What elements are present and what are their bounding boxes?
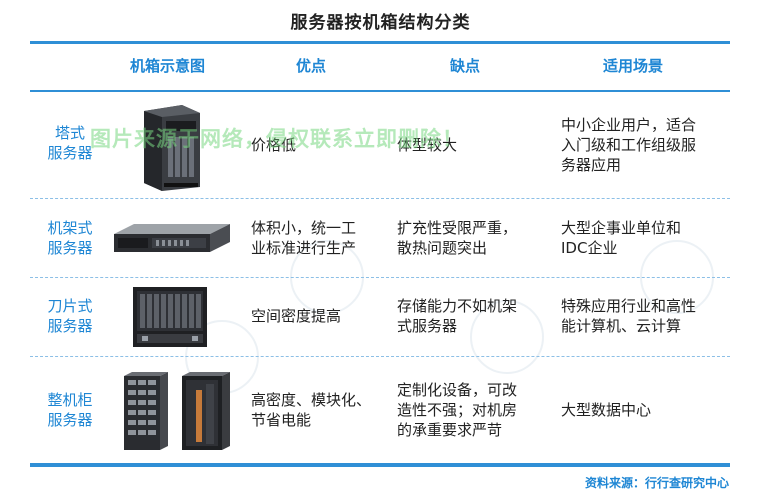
header-scenario: 适用场景	[603, 57, 664, 75]
header-cons: 缺点	[450, 57, 481, 75]
source-note: 资料来源：行行查研究中心	[584, 476, 729, 490]
row-name-blade: 刀片式 服务器	[30, 296, 110, 336]
cons-line: 存储能力不如机架	[397, 297, 518, 315]
pros-line: 节省电能	[251, 411, 312, 429]
row-divider	[30, 277, 730, 278]
row-name-tower: 塔式 服务器	[30, 123, 110, 163]
row-name-line: 整机柜	[47, 391, 93, 409]
blade-server-icon	[133, 287, 207, 347]
watermark-seal	[470, 300, 544, 374]
cabinet-server-icon	[124, 372, 230, 450]
cons-cell: 扩充性受限严重， 散热问题突出	[397, 218, 547, 258]
watermark-text: 图片来源于网络，侵权联系立即删除！	[90, 127, 464, 151]
cons-line: 式服务器	[397, 317, 458, 335]
scenario-cell: 大型数据中心	[561, 400, 721, 420]
cons-line: 扩充性受限严重，	[397, 219, 518, 237]
scenario-cell: 特殊应用行业和高性 能计算机、云计算	[561, 296, 721, 336]
pros-line: 价格低	[251, 136, 297, 154]
row-divider	[30, 198, 730, 199]
row-name-rack: 机架式 服务器	[30, 218, 110, 258]
rack-server-icon	[114, 224, 230, 252]
cons-line: 造性不强；对机房	[397, 401, 518, 419]
cons-line: 散热问题突出	[397, 239, 488, 257]
top-rule	[30, 41, 730, 44]
scenario-cell: 大型企事业单位和 IDC企业	[561, 218, 721, 258]
pros-cell: 高密度、模块化、 节省电能	[251, 390, 386, 430]
row-name-line: 机架式	[47, 219, 93, 237]
scenario-line: 中小企业用户，适合	[561, 116, 697, 134]
cons-cell: 定制化设备，可改 造性不强；对机房 的承重要求严苛	[397, 380, 547, 440]
pros-line: 业标准进行生产	[251, 239, 357, 257]
row-name-line: 塔式	[54, 124, 85, 142]
row-name-line: 服务器	[47, 144, 93, 162]
cons-line: 体型较大	[397, 136, 458, 154]
pros-line: 体积小，统一工	[251, 219, 357, 237]
pros-cell: 空间密度提高	[251, 306, 386, 326]
scenario-line: 入门级和工作组级服	[561, 136, 697, 154]
pros-line: 高密度、模块化、	[251, 391, 372, 409]
cons-cell: 体型较大	[397, 135, 547, 155]
row-name-line: 服务器	[47, 411, 93, 429]
header-diagram: 机箱示意图	[130, 57, 206, 75]
scenario-line: 特殊应用行业和高性	[561, 297, 697, 315]
cons-line: 的承重要求严苛	[397, 421, 503, 439]
row-name-cabinet: 整机柜 服务器	[30, 390, 110, 430]
row-name-line: 服务器	[47, 317, 93, 335]
pros-line: 空间密度提高	[251, 307, 342, 325]
header-pros: 优点	[296, 57, 327, 75]
scenario-line: 大型企事业单位和	[561, 219, 682, 237]
cons-cell: 存储能力不如机架 式服务器	[397, 296, 547, 336]
scenario-line: IDC企业	[561, 239, 618, 257]
row-name-line: 服务器	[47, 239, 93, 257]
row-divider	[30, 356, 730, 357]
row-name-line: 刀片式	[47, 297, 93, 315]
scenario-cell: 中小企业用户，适合 入门级和工作组级服 务器应用	[561, 115, 721, 175]
tower-server-icon	[144, 105, 200, 191]
scenario-line: 务器应用	[561, 156, 622, 174]
cons-line: 定制化设备，可改	[397, 381, 518, 399]
header-divider	[30, 90, 730, 92]
page-title: 服务器按机箱结构分类	[290, 13, 471, 33]
pros-cell: 价格低	[251, 135, 386, 155]
scenario-line: 能计算机、云计算	[561, 317, 682, 335]
bottom-rule	[30, 463, 730, 467]
scenario-line: 大型数据中心	[561, 401, 652, 419]
pros-cell: 体积小，统一工 业标准进行生产	[251, 218, 386, 258]
